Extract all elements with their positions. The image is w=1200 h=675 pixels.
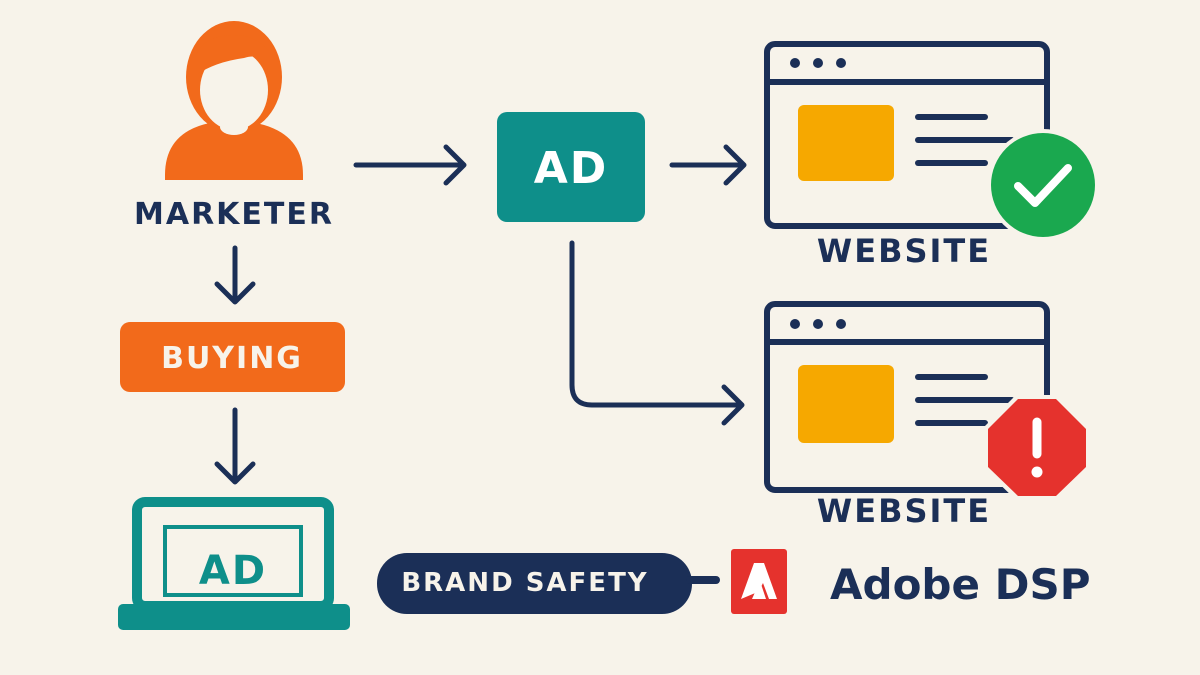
arrow-buying-to-laptop	[214, 407, 256, 485]
check-circle-icon	[987, 129, 1099, 241]
brand-safety-pill: BRAND SAFETY	[377, 553, 720, 614]
website-unsafe-label: WEBSITE	[817, 492, 991, 530]
website-safe-browser-icon	[764, 41, 1050, 229]
marketer-label: MARKETER	[134, 197, 334, 232]
laptop-icon: AD	[118, 497, 350, 630]
buying-label: BUYING	[161, 341, 303, 376]
arrow-ad-to-website-safe	[669, 144, 747, 186]
adobe-dsp-label: Adobe DSP	[830, 560, 1091, 609]
ad-box: AD	[497, 112, 645, 222]
ad-label: AD	[534, 143, 609, 194]
arrow-marketer-to-buying	[214, 245, 256, 305]
arrow-ad-to-website-unsafe	[569, 240, 745, 426]
brand-safety-label: BRAND SAFETY	[401, 568, 648, 598]
alert-octagon-icon	[984, 395, 1090, 500]
website-safe-label: WEBSITE	[817, 232, 991, 270]
marketer-person-icon	[165, 21, 303, 180]
buying-box: BUYING	[120, 322, 345, 392]
arrow-marketer-to-ad	[353, 144, 467, 186]
laptop-ad-label: AD	[199, 548, 267, 594]
adobe-logo-icon	[731, 549, 787, 614]
